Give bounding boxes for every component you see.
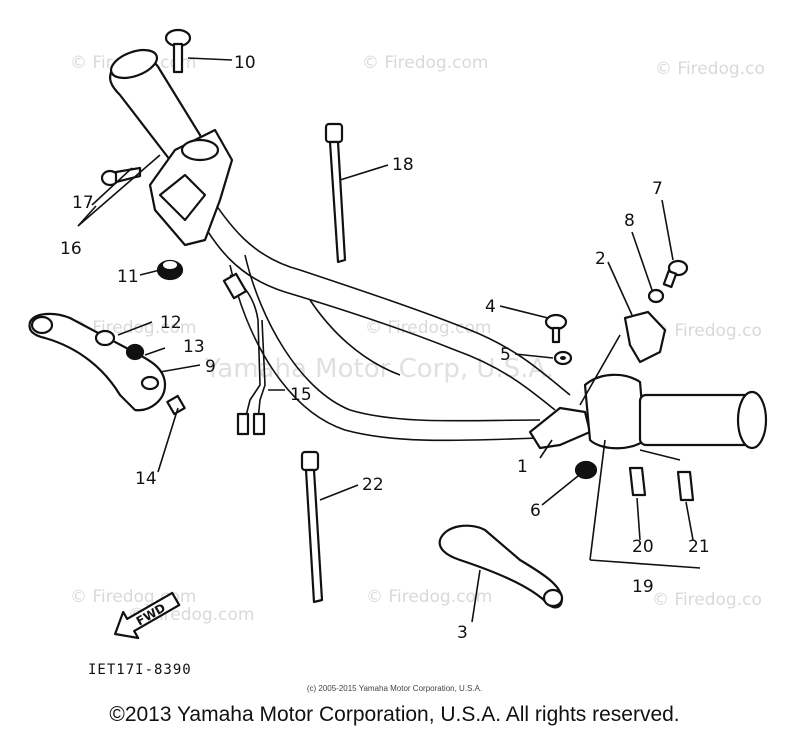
callout-11: 11	[117, 267, 139, 287]
bolt-7	[662, 259, 689, 289]
callout-17: 17	[72, 193, 94, 213]
watermark: © Firedog.com	[362, 53, 488, 73]
callout-6: 6	[530, 501, 541, 521]
callout-12: 12	[160, 313, 182, 333]
watermark: © Firedog.com	[365, 318, 491, 338]
small-copyright: (c) 2005-2015 Yamaha Motor Corporation, …	[306, 684, 483, 693]
callout-15: 15	[290, 385, 312, 405]
watermark: © Firedog.co	[652, 321, 762, 341]
washer-5	[553, 350, 573, 366]
diagram-code: IET17I-8390	[88, 662, 192, 678]
callout-7: 7	[652, 179, 663, 199]
brake-lever-3	[438, 524, 564, 609]
screw-4	[544, 313, 568, 344]
watermark: © Firedog.com	[366, 587, 492, 607]
callout-13: 13	[183, 337, 205, 357]
bracket-2	[623, 310, 667, 364]
callout-9: 9	[205, 357, 216, 377]
nut-13	[125, 343, 145, 361]
spring-14	[166, 394, 186, 416]
right-switch-housing-19	[583, 373, 768, 450]
callout-8: 8	[624, 211, 635, 231]
callout-18: 18	[392, 155, 414, 175]
screw-21	[676, 470, 695, 502]
bolt-12	[94, 329, 116, 347]
callout-10: 10	[234, 53, 256, 73]
callout-16: 16	[60, 239, 82, 259]
callout-3: 3	[457, 623, 468, 643]
wire-harness-15	[222, 272, 266, 436]
cable-tie-18	[324, 122, 347, 264]
nut-6	[574, 460, 598, 480]
screw-17	[100, 166, 142, 187]
left-switch-housing	[148, 128, 234, 247]
watermark: © Firedog.co	[655, 59, 765, 79]
watermark-large: Yamaha Motor Corp, U.S.A.	[204, 354, 554, 384]
callout-21: 21	[688, 537, 710, 557]
callout-14: 14	[135, 469, 157, 489]
callout-19: 19	[632, 577, 654, 597]
callout-2: 2	[595, 249, 606, 269]
callout-4: 4	[485, 297, 496, 317]
handlebar	[189, 179, 571, 442]
callout-20: 20	[632, 537, 654, 557]
lever-holder-1	[528, 406, 592, 450]
watermark: © Firedog.co	[652, 590, 762, 610]
washer-8	[647, 288, 665, 304]
callout-5: 5	[500, 345, 511, 365]
leader-lines	[77, 57, 701, 623]
callout-1: 1	[517, 457, 528, 477]
cable-tie-22	[300, 450, 324, 604]
bolt-10	[164, 28, 192, 74]
nut-11	[156, 259, 184, 281]
callout-22: 22	[362, 475, 384, 495]
screw-20	[628, 466, 647, 497]
copyright-notice: ©2013 Yamaha Motor Corporation, U.S.A. A…	[109, 703, 680, 726]
clutch-lever-9	[28, 312, 167, 412]
